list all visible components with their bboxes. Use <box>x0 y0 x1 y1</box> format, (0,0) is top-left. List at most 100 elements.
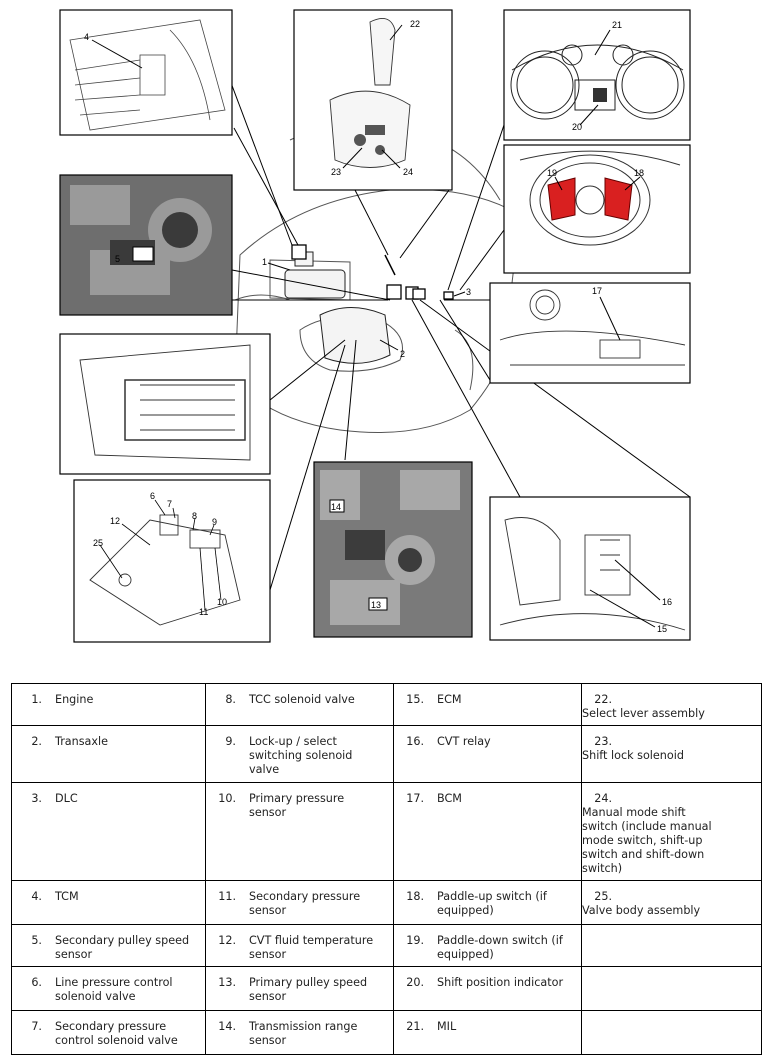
legend-label: DLC <box>55 792 78 805</box>
legend-label: Valve body assembly <box>582 904 701 917</box>
legend-number: 16. <box>406 735 424 748</box>
legend-cell: 22.Select lever assembly <box>581 683 762 726</box>
legend-number: 22. <box>594 693 612 706</box>
legend-label: Secondary pressure sensor <box>249 890 361 917</box>
legend-cell: 13. Primary pulley speed sensor <box>205 966 394 1011</box>
legend-label: Primary pulley speed sensor <box>249 976 368 1003</box>
callout-4: 4 <box>84 32 89 42</box>
legend-number: 1. <box>31 693 42 706</box>
legend-cell: 2.Transaxle <box>11 725 206 783</box>
panel-valve-body-detail: 6 7 8 9 12 25 11 10 <box>73 479 271 643</box>
legend-cell: 5. Secondary pulley speed sensor <box>11 924 206 967</box>
legend-number: 13. <box>218 976 236 989</box>
legend-label: Paddle-down switch (if equipped) <box>437 934 563 961</box>
legend-number: 10. <box>218 792 236 805</box>
legend-cell: 9. Lock-up / select switching solenoid va… <box>205 725 394 783</box>
legend-number: 15. <box>406 693 424 706</box>
legend-cell: 1. Engine <box>11 683 206 726</box>
leader-lines <box>212 34 691 591</box>
component-location-diagram: 4 22 23 24 21 20 <box>59 9 691 643</box>
callout-19: 19 <box>547 168 557 178</box>
callout-1: 1 <box>262 257 267 267</box>
legend-number: 19. <box>406 934 424 947</box>
component-markers <box>291 244 454 300</box>
legend-row: 1. Engine 8. TCC solenoid valve 15. ECM 22.Sel… <box>11 683 762 726</box>
engine-transaxle-drawing <box>284 251 391 364</box>
panel-ecm-relay: 16 15 <box>489 496 691 641</box>
callout-16: 16 <box>662 597 672 607</box>
callout-23: 23 <box>331 167 341 177</box>
legend-cell: 7.Secondary pressure control solenoid va… <box>11 1010 206 1055</box>
legend-number: 25. <box>594 890 612 903</box>
panel-tcm: 4 <box>59 9 233 136</box>
callout-17: 17 <box>592 286 602 296</box>
legend-number: 12. <box>218 934 236 947</box>
legend-number: 14. <box>218 1020 236 1033</box>
callout-25: 25 <box>93 538 103 548</box>
legend-cell: 19. Paddle-down switch (if equipped) <box>393 924 582 967</box>
legend-cell: 16. CVT relay <box>393 725 582 783</box>
legend-number: 11. <box>218 890 236 903</box>
component-legend-table: 1. Engine 8. TCC solenoid valve 15. ECM 22.Sel… <box>11 683 762 1055</box>
callout-14: 14 <box>331 502 341 512</box>
legend-cell: 4. TCM <box>11 880 206 925</box>
callout-15: 15 <box>657 624 667 634</box>
legend-label: Transmission range sensor <box>249 1020 358 1047</box>
legend-label: Manual mode shift switch (include manual… <box>582 806 712 875</box>
legend-label: TCC solenoid valve <box>249 693 355 706</box>
legend-number: 8. <box>225 693 236 706</box>
legend-label: Shift lock solenoid <box>582 749 684 762</box>
legend-label: Primary pressure sensor <box>249 792 345 819</box>
callout-7: 7 <box>167 499 172 509</box>
legend-cell <box>581 924 762 967</box>
legend-number: 18. <box>406 890 424 903</box>
legend-cell: 8. TCC solenoid valve <box>205 683 394 726</box>
callout-22: 22 <box>410 19 420 29</box>
callout-13: 13 <box>371 600 381 610</box>
legend-cell: 12. CVT fluid temperature sensor <box>205 924 394 967</box>
legend-cell: 15. ECM <box>393 683 582 726</box>
legend-label: CVT fluid temperature sensor <box>249 934 374 961</box>
legend-number: 24. <box>594 792 612 805</box>
legend-number: 3. <box>31 792 42 805</box>
callout-24: 24 <box>403 167 413 177</box>
legend-number: 4. <box>31 890 42 903</box>
legend-number: 6. <box>31 976 42 989</box>
legend-label: CVT relay <box>437 735 491 748</box>
legend-label: TCM <box>55 890 79 903</box>
legend-number: 23. <box>594 735 612 748</box>
legend-row: 5. Secondary pulley speed sensor 12. CVT fl… <box>11 924 762 967</box>
legend-cell: 20.Shift position indicator <box>393 966 582 1011</box>
legend-cell: 3. DLC <box>11 782 206 881</box>
legend-row: 6. Line pressure control solenoid valve 13… <box>11 966 762 1011</box>
legend-number: 7. <box>31 1020 42 1033</box>
legend-number: 17. <box>406 792 424 805</box>
panel-instrument-cluster: 21 20 <box>503 9 691 141</box>
legend-number: 21. <box>406 1020 424 1033</box>
legend-cell: 17.BCM <box>393 782 582 881</box>
legend-cell: 21.MIL <box>393 1010 582 1055</box>
legend-label: ECM <box>437 693 462 706</box>
legend-label: Select lever assembly <box>582 707 705 720</box>
callout-21: 21 <box>612 20 622 30</box>
panel-select-lever: 22 23 24 <box>293 9 453 191</box>
legend-cell: 25.Valve body assembly <box>581 880 762 925</box>
legend-number: 5. <box>31 934 42 947</box>
callout-2: 2 <box>400 349 405 359</box>
legend-cell: 10. Primary pressure sensor <box>205 782 394 881</box>
legend-cell: 11. Secondary pressure sensor <box>205 880 394 925</box>
legend-number: 2. <box>31 735 42 748</box>
legend-label: Line pressure control solenoid valve <box>55 976 173 1003</box>
panel-valve-body-top <box>59 333 271 475</box>
legend-label: Secondary pulley speed sensor <box>55 934 190 961</box>
callout-8: 8 <box>192 511 197 521</box>
legend-cell <box>581 1010 762 1055</box>
legend-label: Engine <box>55 693 94 706</box>
legend-cell <box>581 966 762 1011</box>
legend-cell: 24.Manual mode shift switch (include man… <box>581 782 762 881</box>
legend-label: Lock-up / select switching solenoid valv… <box>249 735 353 776</box>
legend-number: 9. <box>225 735 236 748</box>
callout-9: 9 <box>212 517 217 527</box>
